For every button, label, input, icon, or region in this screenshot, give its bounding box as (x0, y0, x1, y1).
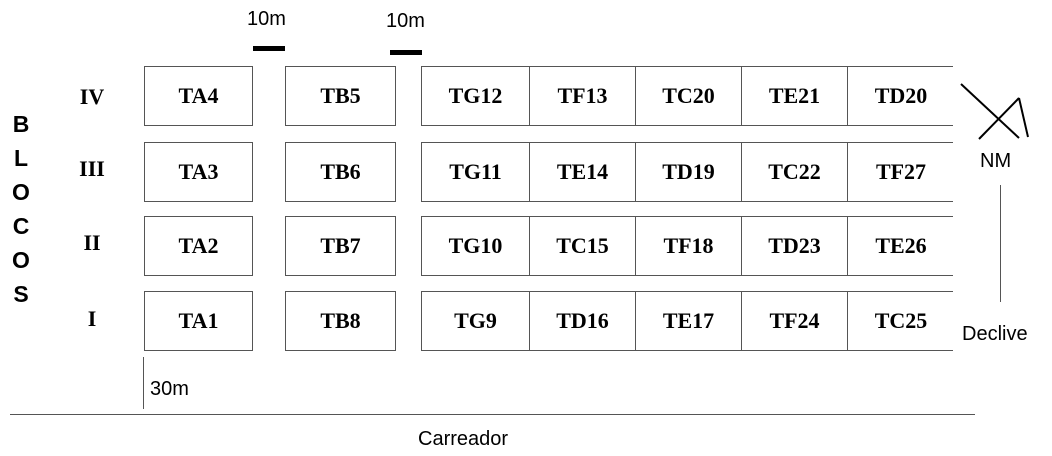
plot-cell: TC15 (530, 217, 636, 275)
title-letter: L (13, 145, 29, 171)
title-letter: B (12, 111, 30, 137)
plot-box: TA4 (144, 66, 253, 126)
title-letter: O (12, 247, 30, 273)
scale-bar-top-right (390, 50, 422, 55)
plot-cell: TC20 (636, 67, 742, 125)
plot-cell: TG12 (422, 67, 530, 125)
plot-box: TA3 (144, 142, 253, 202)
title-letter: C (12, 213, 30, 239)
plot-box: TA2 (144, 216, 253, 276)
plot-cell: TC25 (874, 308, 928, 333)
plot-cell: TE17 (636, 292, 742, 350)
plot-box: TA1 (144, 291, 253, 351)
plot-cell: TB7 (320, 233, 361, 258)
plot-cell: TC22 (742, 143, 848, 201)
scale-bar-top-left (253, 46, 285, 51)
plot-cell: TB5 (320, 83, 361, 108)
plot-box: TB6 (285, 142, 396, 202)
plot-cell: TE14 (530, 143, 636, 201)
scale-tick-bottom (143, 357, 144, 409)
road-label: Carreador (418, 428, 509, 450)
north-arrow-icon (960, 83, 1029, 140)
plot-cell: TF27 (875, 159, 927, 184)
plot-cell: TD16 (530, 292, 636, 350)
plot-cell: TD19 (636, 143, 742, 201)
title-letter: O (12, 179, 30, 205)
slope-line (1000, 185, 1001, 302)
plot-cell: TF24 (742, 292, 848, 350)
plot-cell: TA4 (178, 83, 219, 108)
plot-cell: TA2 (178, 233, 219, 258)
plot-cell: TB8 (320, 308, 361, 333)
scale-label-top-left: 10m (247, 8, 286, 30)
scale-label-bottom: 30m (150, 378, 189, 400)
plot-box: TB5 (285, 66, 396, 126)
plot-cell: TG10 (422, 217, 530, 275)
plot-box: TB8 (285, 291, 396, 351)
block-label: I (87, 306, 97, 331)
slope-label: Declive (962, 323, 1028, 345)
north-label: NM (980, 150, 1012, 172)
plot-cell: TE21 (742, 67, 848, 125)
plot-cell: TF13 (530, 67, 636, 125)
plot-cell: TB6 (320, 159, 361, 184)
plot-box: TB7 (285, 216, 396, 276)
block-label: III (79, 156, 105, 181)
plot-cell: TD23 (742, 217, 848, 275)
plot-cell: TG11 (422, 143, 530, 201)
plot-cell: TA1 (178, 308, 219, 333)
plot-cell: TD20 (874, 83, 928, 108)
scale-label-top-right: 10m (386, 10, 425, 32)
block-label: II (83, 230, 101, 255)
plot-cell: TF18 (636, 217, 742, 275)
plot-strip: TG9 TD16 TE17 TF24 TC25 (421, 291, 953, 351)
plot-strip: TG12 TF13 TC20 TE21 TD20 (421, 66, 953, 126)
plot-cell: TE26 (875, 233, 927, 258)
plot-strip: TG11 TE14 TD19 TC22 TF27 (421, 142, 953, 202)
road-line (10, 414, 975, 415)
block-label: IV (79, 84, 105, 109)
plot-cell: TG9 (422, 292, 530, 350)
plot-cell: TA3 (178, 159, 219, 184)
plot-strip: TG10 TC15 TF18 TD23 TE26 (421, 216, 953, 276)
title-letter: S (13, 281, 29, 307)
